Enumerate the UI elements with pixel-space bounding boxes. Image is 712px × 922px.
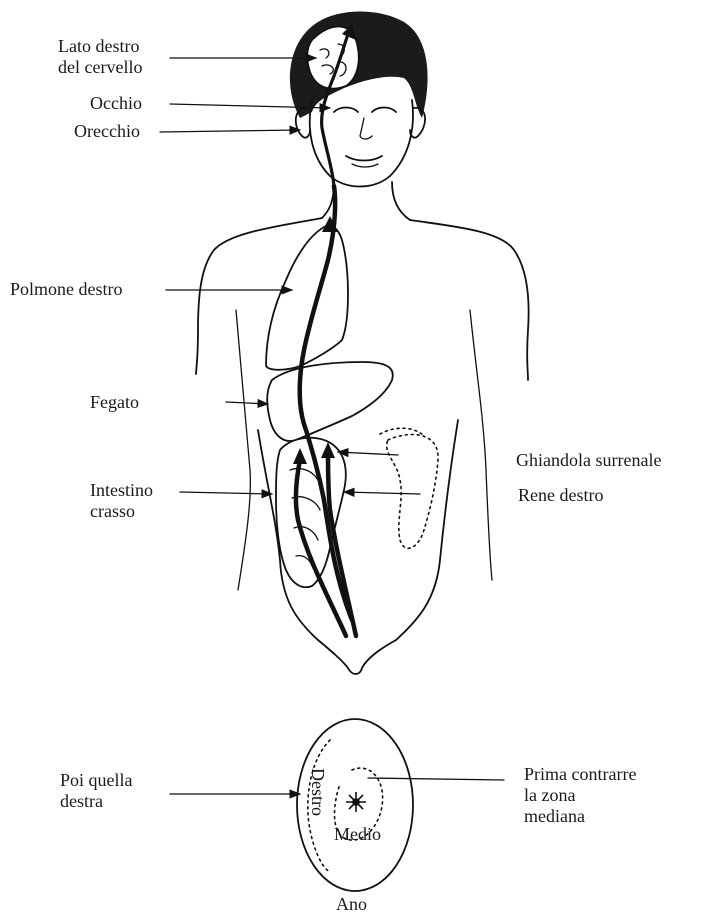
middle-zone-label: Medio [334,824,381,844]
arrow-intestine [180,492,272,494]
lower-lip [352,164,378,167]
right-eye [334,108,358,113]
eye-label: Occhio [90,93,142,114]
first-middle-label: Prima contrarre la zona mediana [524,764,636,827]
right-kidney [387,435,438,549]
mouth [346,156,382,161]
arrow-ear [160,130,300,132]
groin [318,640,396,674]
liver-label: Fegato [90,392,139,413]
left-eye [372,108,396,113]
anus-label: Ano [336,894,367,915]
arm-inner-left [236,310,250,590]
brain-label-line-2: del cervello [58,57,142,78]
intestine-label: Intestino crasso [90,480,153,522]
torso-outline-right [410,220,529,380]
intestine-label-line-1: Intestino [90,480,153,501]
lung-label: Polmone destro [10,279,123,300]
nose [360,118,372,139]
liver [267,362,393,441]
then-right-label: Poi quella destra [60,770,133,812]
arrow-kidney [344,492,420,494]
then-right-line-1: Poi quella [60,770,133,791]
then-right-line-2: destra [60,791,133,812]
intestine-label-line-2: crasso [90,501,153,522]
arm-inner-right [470,310,492,580]
brain-label: Lato destro del cervello [58,36,142,78]
first-middle-line-3: mediana [524,806,636,827]
first-middle-line-1: Prima contrarre [524,764,636,785]
waist-right [396,420,458,640]
right-lung [266,226,348,370]
right-zone-label: Destro [308,768,328,816]
kidney-label: Rene destro [518,485,603,506]
arrow-liver [226,402,268,404]
first-middle-line-2: la zona [524,785,636,806]
ear-label: Orecchio [74,121,140,142]
brain-label-line-1: Lato destro [58,36,142,57]
anus-mark [346,792,366,812]
adrenal-label: Ghiandola surrenale [516,450,661,471]
